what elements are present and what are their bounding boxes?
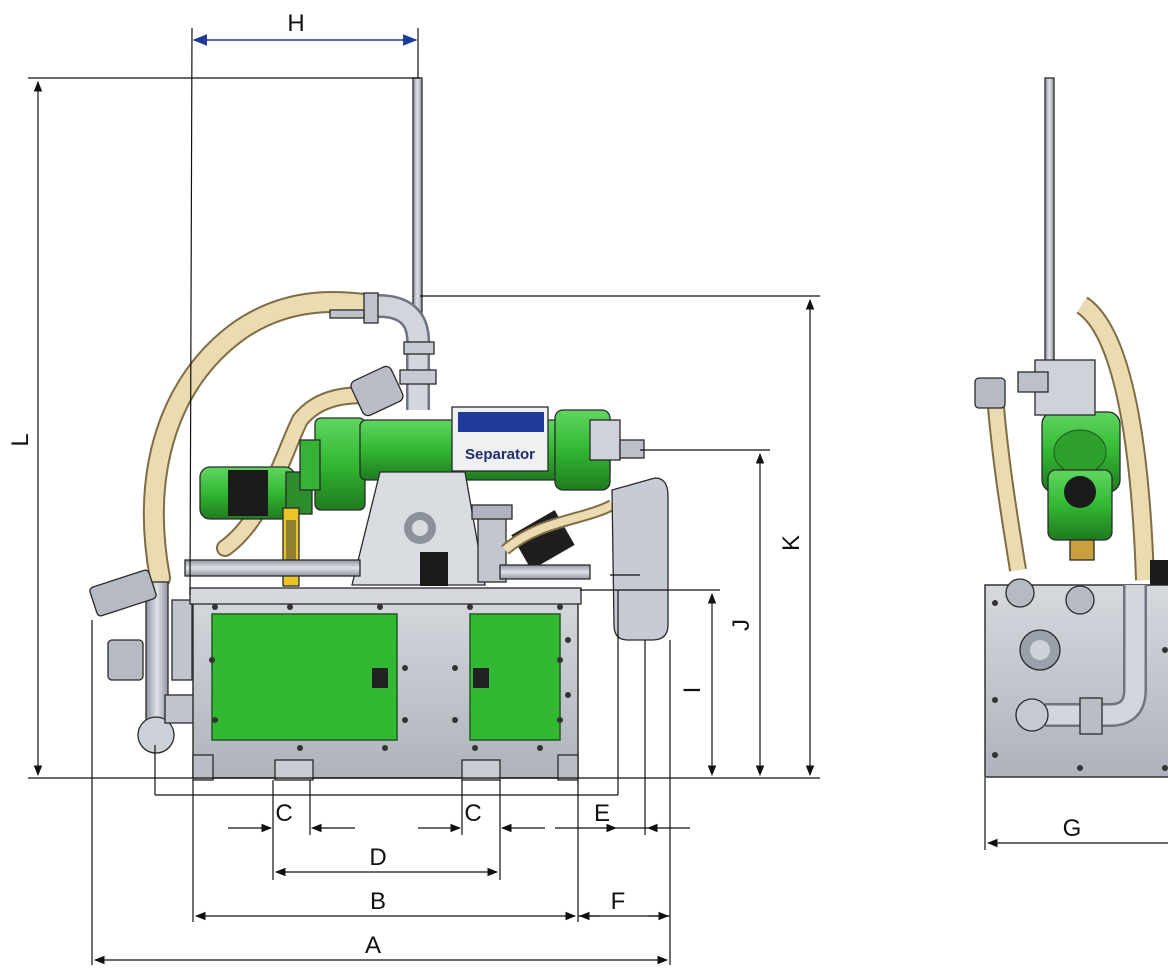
flange — [363, 292, 379, 324]
separator-brand-text: Separator — [465, 446, 535, 463]
label-j: J — [728, 619, 755, 631]
label-c2: C — [464, 800, 481, 827]
cross-pipe — [184, 559, 361, 577]
label-a: A — [365, 932, 381, 959]
label-b: B — [370, 888, 386, 915]
label-i: I — [679, 687, 706, 694]
foot-right — [557, 754, 579, 781]
dimension-lines — [33, 34, 1168, 965]
side-vent-pipe — [1044, 77, 1055, 369]
label-d: D — [369, 844, 386, 871]
extension-lines — [28, 27, 986, 965]
vent-pipe — [412, 77, 423, 319]
label-h: H — [287, 10, 304, 37]
frame-bolts — [209, 604, 571, 751]
gearbox — [314, 417, 366, 511]
label-c1: C — [275, 800, 292, 827]
screen-cover — [611, 477, 669, 641]
label-e: E — [594, 800, 610, 827]
front-view: Separator — [89, 77, 669, 781]
hose-clamp — [350, 365, 404, 417]
dimension-labels: H L K J I C C E D B F A G — [7, 10, 1081, 959]
label-l: L — [7, 433, 34, 446]
foot-left — [192, 754, 214, 781]
label-k: K — [778, 535, 805, 551]
side-view — [974, 77, 1168, 778]
label-f: F — [611, 888, 626, 915]
label-g: G — [1063, 815, 1082, 842]
door-left — [211, 613, 398, 741]
